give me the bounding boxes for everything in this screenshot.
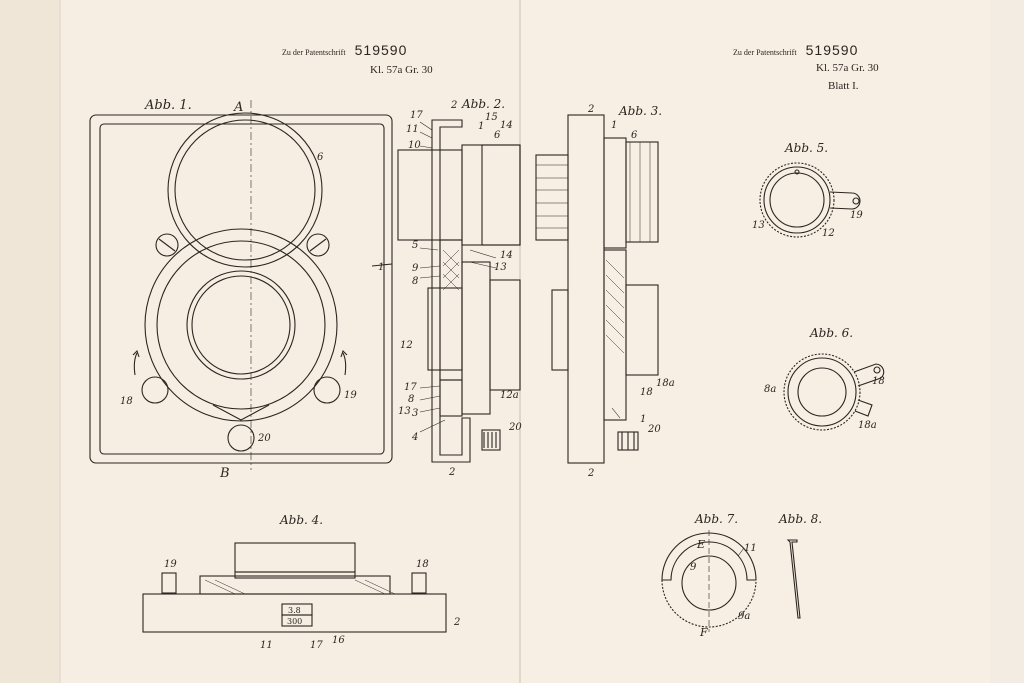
abb2-num-2b: 2 — [448, 467, 455, 478]
left-header-prefix: Zu der Patentschrift — [282, 48, 346, 57]
abb2-num-1: 1 — [478, 121, 484, 132]
abb4-num-18: 18 — [416, 559, 429, 570]
abb2-num-20: 20 — [508, 422, 522, 433]
abb7-num-9: 9 — [690, 562, 697, 573]
label-E: E — [696, 538, 705, 551]
abb4-num-11: 11 — [260, 640, 273, 651]
abb3-num-2: 2 — [587, 104, 594, 115]
left-class-line: Kl. 57a Gr. 30 — [370, 58, 433, 77]
abb2-num-7: 17 — [404, 382, 417, 393]
abb4-num-17: 17 — [310, 640, 323, 651]
abb7-num-11: 11 — [744, 543, 757, 554]
abb2-num-12a: 12a — [500, 390, 519, 401]
abb2-num-15: 15 — [485, 112, 498, 123]
abb2-num-4: 4 — [411, 432, 418, 443]
page-edge — [990, 0, 1024, 683]
right-class-text: Kl. 57a Gr. 30 — [816, 62, 879, 74]
abb2-num-8b: 8 — [408, 394, 414, 405]
right-class-line: Kl. 57a Gr. 30 — [816, 56, 879, 75]
figure-abb3 — [535, 114, 659, 464]
abb2-num-5: 5 — [412, 240, 418, 251]
abb2-num-14b: 14 — [500, 250, 513, 261]
abb3-num-20: 20 — [647, 424, 661, 435]
abb7-title: Abb. 7. — [694, 512, 738, 526]
abb5-title: Abb. 5. — [784, 141, 828, 155]
label-B: B — [219, 466, 230, 481]
abb4-scale-top: 3.8 — [288, 606, 301, 615]
left-patent-number: 519590 — [354, 42, 408, 58]
abb4-num-2: 2 — [453, 617, 460, 628]
abb1-title: Abb. 1. — [144, 98, 192, 113]
abb1-num-1: 1 — [378, 262, 384, 273]
label-A: A — [233, 100, 243, 115]
figure-abb2 — [397, 119, 521, 463]
abb2-num-13b: 13 — [398, 406, 411, 417]
abb2-num-8: 8 — [412, 276, 418, 287]
abb1-num-6: 6 — [317, 152, 324, 163]
abb5-num-12: 12 — [822, 228, 835, 239]
abb4-num-19: 19 — [164, 559, 177, 570]
abb4-title: Abb. 4. — [279, 513, 323, 527]
left-page-header: Zu der Patentschrift 519590 — [282, 40, 407, 59]
left-class-text: Kl. 57a Gr. 30 — [370, 64, 433, 76]
abb3-num-6: 6 — [631, 130, 638, 141]
abb5-num-19: 19 — [850, 210, 863, 221]
abb3-num-1: 1 — [611, 120, 617, 131]
figure-abb4 — [142, 542, 447, 633]
abb2-num-9: 9 — [412, 263, 419, 274]
abb3-title: Abb. 3. — [618, 104, 662, 118]
abb6-title: Abb. 6. — [809, 326, 853, 340]
figure-abb1 — [89, 100, 393, 470]
abb1-num-19: 19 — [344, 390, 357, 401]
leader-lines — [419, 121, 745, 557]
label-F: F — [699, 626, 708, 639]
abb6-num-18a: 18a — [858, 420, 877, 431]
abb1-num-20: 20 — [257, 433, 271, 444]
figure-abb7 — [661, 530, 757, 632]
abb2-num-2: 2 — [450, 100, 457, 111]
abb2-num-6: 6 — [494, 130, 501, 141]
abb3-num-2b: 2 — [587, 468, 594, 479]
figure-abb8 — [786, 539, 801, 619]
abb3-num-1b: 1 — [640, 414, 646, 425]
abb6-num-8a: 8a — [764, 384, 776, 395]
abb4-scale-bottom: 300 — [287, 617, 302, 626]
abb2-num-10: 10 — [408, 140, 421, 151]
abb3-num-18: 18 — [640, 387, 653, 398]
abb8-title: Abb. 8. — [778, 512, 822, 526]
figure-abb6 — [783, 353, 885, 431]
abb2-num-14: 14 — [500, 120, 513, 131]
abb2-num-13: 13 — [494, 262, 507, 273]
abb2-num-17: 17 — [410, 110, 423, 121]
right-sheet-line: Blatt I. — [828, 74, 859, 93]
abb5-num-13: 13 — [752, 220, 765, 231]
right-header-prefix: Zu der Patentschrift — [733, 48, 797, 57]
abb2-num-11: 11 — [406, 124, 419, 135]
abb6-num-18: 18 — [872, 376, 885, 387]
abb7-num-9a: 9a — [738, 611, 750, 622]
abb3-num-18a: 18a — [656, 378, 675, 389]
left-page — [60, 0, 520, 683]
abb2-num-3: 3 — [412, 408, 418, 419]
abb2-num-12: 12 — [400, 340, 413, 351]
right-patent-number: 519590 — [805, 42, 859, 58]
abb4-num-16: 16 — [332, 635, 345, 646]
right-sheet-text: Blatt I. — [828, 80, 859, 92]
abb2-title: Abb. 2. — [461, 97, 505, 111]
right-page-header: Zu der Patentschrift 519590 — [733, 40, 858, 59]
abb1-num-18: 18 — [120, 396, 133, 407]
figure-abb5 — [759, 162, 861, 238]
